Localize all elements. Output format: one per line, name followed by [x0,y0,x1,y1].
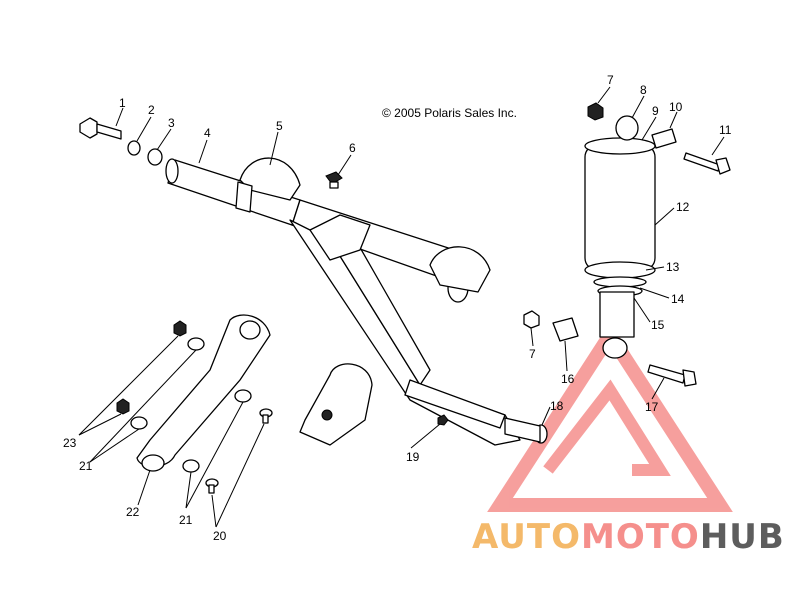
callout-label: 18 [550,399,564,413]
callout-label: 2 [148,103,155,117]
part-shock-12 [584,115,656,359]
part-bracket [299,363,373,446]
callout-label: 23 [63,436,77,450]
callout-label: 7 [607,73,614,87]
callout-label: 7 [529,347,536,361]
watermark-moto: MOTO [581,517,700,557]
part-washer-2 [127,140,141,156]
part-washer-21-b [130,416,148,430]
part-washer-21-d [182,459,200,473]
leader-lines [78,86,725,528]
watermark-text: AUTOMOTOHUB [472,517,785,557]
part-washer-21-a [187,337,205,351]
part-bolt-17 [647,364,697,387]
part-nut-7-top [587,102,604,121]
callout-label: 11 [719,123,732,137]
part-screw-20-a [259,408,273,424]
watermark-hub: HUB [700,517,785,557]
part-nut-19 [437,414,449,426]
svg-text:AUTOMOTOHUB: AUTOMOTOHUB [472,517,785,557]
callout-label: 6 [349,141,356,155]
part-nut-23-b [116,398,130,415]
callout-label: 22 [126,505,140,519]
part-bolt-11 [683,152,731,175]
part-bushing-16 [552,317,579,342]
watermark-auto: AUTO [472,517,581,557]
watermark-logo [487,322,733,512]
part-link-22 [136,314,271,472]
part-bolt-1 [79,117,122,140]
part-nut-23-a [173,320,187,337]
callout-label: 8 [640,83,647,97]
part-swing-arm [289,214,548,446]
callout-label: 5 [276,119,283,133]
callout-label: 13 [666,260,680,274]
part-clamp-5 [235,157,301,213]
copyright-text: © 2005 Polaris Sales Inc. [382,106,517,120]
callout-label: 12 [676,200,690,214]
part-screw-6 [325,171,343,189]
callout-label: 17 [645,400,659,414]
callout-label: 9 [652,104,659,118]
callout-label: 10 [669,100,683,114]
callout-labels: 1 2 3 4 5 6 7 8 9 10 11 12 13 14 15 7 16… [63,73,732,543]
part-nut-7-lower [523,310,540,329]
callout-label: 4 [204,126,211,140]
callout-label: 15 [651,318,665,332]
callout-label: 16 [561,372,575,386]
callout-label: 21 [179,513,193,527]
callout-label: 1 [119,96,126,110]
callout-label: 14 [671,292,685,306]
callout-label: 19 [406,450,420,464]
callout-label: 21 [79,459,93,473]
part-bushing-10 [651,128,677,149]
part-washer-3 [147,148,163,166]
part-clamp-right [429,246,491,293]
part-screw-20-b [205,478,219,494]
part-washer-21-c [234,389,252,403]
callout-label: 20 [213,529,227,543]
callout-label: 3 [168,116,175,130]
